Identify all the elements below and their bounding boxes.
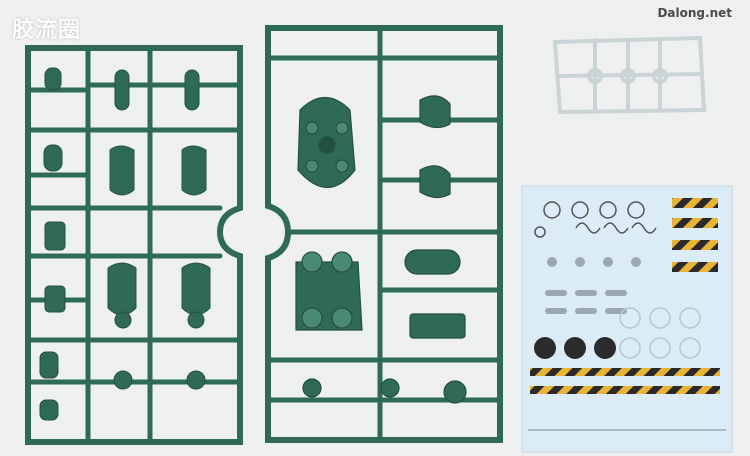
- clear-runner: [552, 35, 707, 115]
- green-runner-right: [265, 25, 503, 443]
- decal-sheet: [521, 185, 733, 453]
- left-runner-parts: [39, 67, 211, 421]
- watermark-right: Dalong.net: [657, 6, 732, 20]
- right-runner-parts: [295, 95, 467, 404]
- watermark-left: 胶流圈: [12, 18, 82, 43]
- green-runner-left: [25, 45, 243, 445]
